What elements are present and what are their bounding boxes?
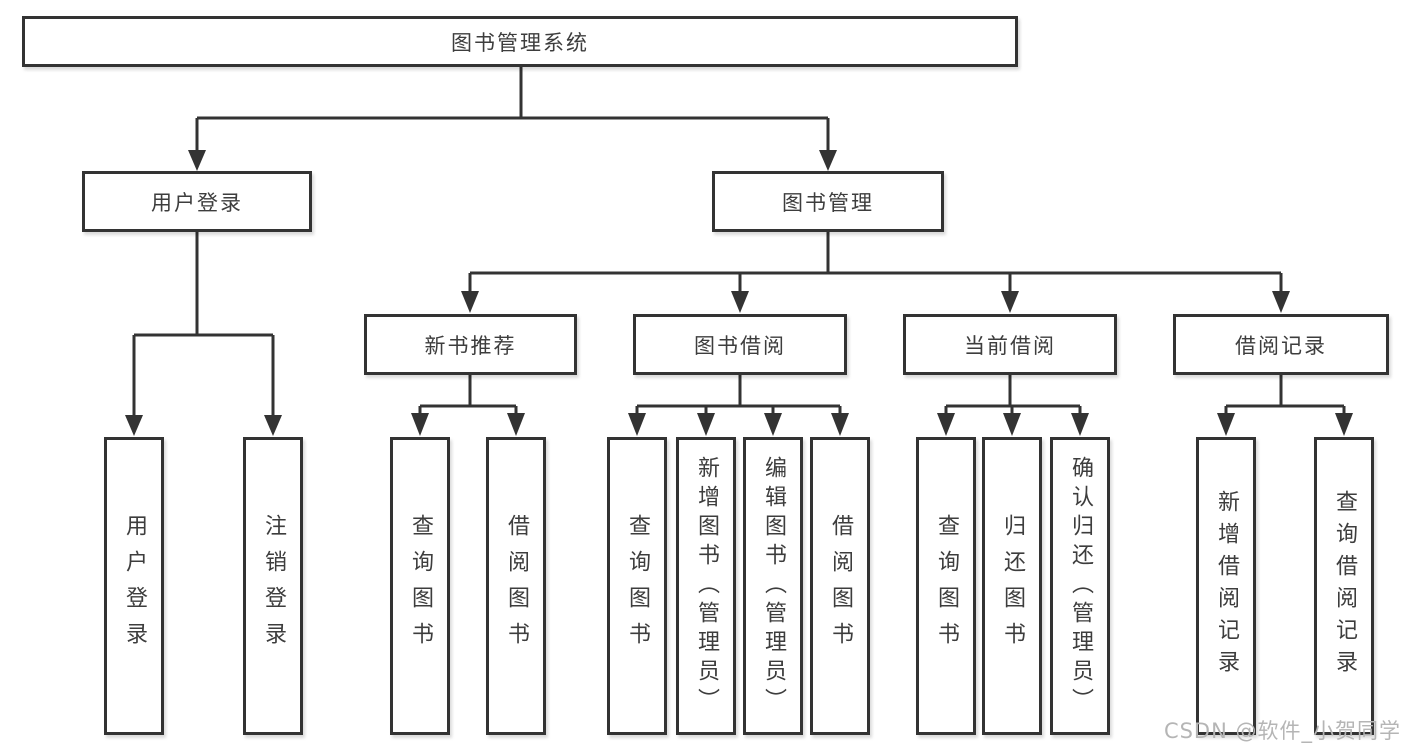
node-new-book-recommend-label: 新书推荐 bbox=[424, 333, 517, 358]
node-book-management-label: 图书管理 bbox=[782, 190, 874, 215]
arrowhead-book-management bbox=[819, 150, 837, 171]
leaf-add-borrow-record: 新增借阅记录 bbox=[1196, 437, 1256, 735]
csdn-watermark: CSDN @软件_小贺同学 bbox=[1163, 719, 1401, 743]
node-book-borrowing: 图书借阅 bbox=[633, 314, 847, 375]
arrowhead-new-book-recommend bbox=[461, 291, 479, 313]
leaf-confirm-return-admin: 确认归还（管理员） bbox=[1050, 437, 1110, 735]
arrowhead-current-borrowing bbox=[1001, 291, 1019, 313]
node-borrowing-records: 借阅记录 bbox=[1173, 314, 1389, 375]
node-borrowing-records-label: 借阅记录 bbox=[1235, 333, 1327, 358]
node-library-system: 图书管理系统 bbox=[22, 16, 1018, 67]
node-book-borrowing-label: 图书借阅 bbox=[694, 333, 786, 358]
leaf-return-books: 归还图书 bbox=[982, 437, 1042, 735]
leaf-query-books-recommend: 查询图书 bbox=[390, 437, 450, 735]
leaf-borrow-books-recommend: 借阅图书 bbox=[486, 437, 546, 735]
arrowhead-borrowing-records bbox=[1272, 291, 1290, 313]
node-user-login: 用户登录 bbox=[82, 171, 312, 232]
leaf-query-books-borrowing: 查询图书 bbox=[607, 437, 667, 735]
node-book-management: 图书管理 bbox=[712, 171, 944, 232]
arrowhead-leaf-logout bbox=[264, 415, 282, 436]
leaf-query-borrow-record: 查询借阅记录 bbox=[1314, 437, 1374, 735]
node-current-borrowing: 当前借阅 bbox=[903, 314, 1117, 375]
arrowhead-user-login bbox=[188, 150, 206, 171]
arrowhead-book-borrowing bbox=[731, 291, 749, 313]
node-library-system-label: 图书管理系统 bbox=[451, 30, 589, 55]
node-current-borrowing-label: 当前借阅 bbox=[964, 333, 1056, 358]
node-new-book-recommend: 新书推荐 bbox=[364, 314, 577, 375]
node-user-login-label: 用户登录 bbox=[151, 190, 243, 215]
leaf-add-books-admin: 新增图书（管理员） bbox=[676, 437, 736, 735]
leaf-query-books-current: 查询图书 bbox=[916, 437, 976, 735]
leaf-user-login: 用户登录 bbox=[104, 437, 164, 735]
leaf-logout: 注销登录 bbox=[243, 437, 303, 735]
leaf-edit-books-admin: 编辑图书（管理员） bbox=[743, 437, 803, 735]
arrowhead-leaf-user-login bbox=[125, 415, 143, 436]
leaf-borrow-books: 借阅图书 bbox=[810, 437, 870, 735]
